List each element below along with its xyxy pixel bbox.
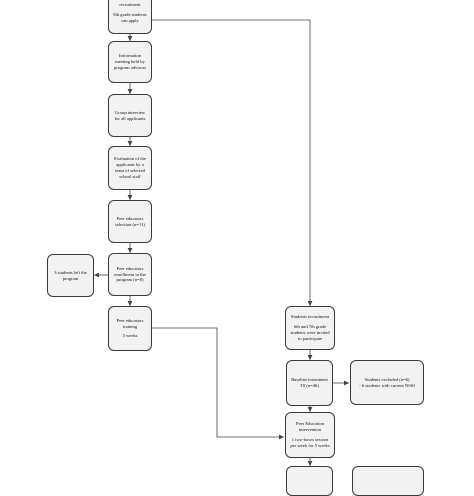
next-side-box (352, 466, 424, 496)
next-step-box (286, 466, 333, 496)
peer-selection-box: Peer educators selection (n=11) (108, 200, 152, 243)
intervention-title: Peer Education intervention (296, 421, 324, 433)
peer-recruitment-box: recruitment 8th grade students can apply (108, 0, 152, 34)
baseline-text: Baseline instrument T0 (n=46) (291, 377, 328, 388)
students-recruitment-box: Students recruitment 6th and 7th grade s… (285, 306, 335, 350)
students-recruitment-detail: 6th and 7th grade students were invited … (290, 324, 330, 341)
peer-training-title: Peer educators training (116, 317, 144, 329)
peer-selection-text: Peer educators selection (n=11) (115, 215, 145, 227)
excluded-reason: - 6 students with current NSSI (359, 382, 415, 388)
peer-recruitment-title: recruitment (119, 2, 141, 8)
peer-enrollment-box: Peer educators enrollment in the program… (108, 253, 152, 296)
flow-connectors (94, 19, 349, 466)
group-interview-box: Group interview for all applicants (108, 94, 152, 137)
line-recruitment-to-students (152, 19, 313, 306)
line-training-to-intervention (152, 327, 284, 440)
intervention-detail: 1 two-hours session per week for 5 weeks (290, 437, 330, 448)
evaluation-box: Evaluation of the applicants by a team o… (108, 146, 152, 190)
left-program-box: 3 students left the program (47, 254, 94, 297)
students-recruitment-title: Students recruitment (290, 314, 330, 320)
excluded-count: Students excluded (n=6) (364, 376, 410, 382)
left-program-text: 3 students left the program (54, 269, 87, 281)
peer-recruitment-detail: 8th grade students can apply (113, 12, 147, 23)
excluded-box: Students excluded (n=6) - 6 students wit… (350, 360, 424, 405)
info-meeting-text: Information meeting held by program advi… (113, 53, 147, 70)
peer-training-box: Peer educators training 3 weeks (108, 306, 152, 351)
group-interview-text: Group interview for all applicants (114, 109, 146, 121)
evaluation-text: Evaluation of the applicants by a team o… (114, 156, 146, 179)
peer-enrollment-text: Peer educators enrollment in the program… (114, 265, 146, 283)
baseline-box: Baseline instrument T0 (n=46) (286, 360, 333, 406)
peer-training-duration: 3 weeks (122, 333, 138, 339)
info-meeting-box: Information meeting held by program advi… (108, 41, 152, 83)
intervention-box: Peer Education intervention 1 two-hours … (285, 412, 335, 458)
